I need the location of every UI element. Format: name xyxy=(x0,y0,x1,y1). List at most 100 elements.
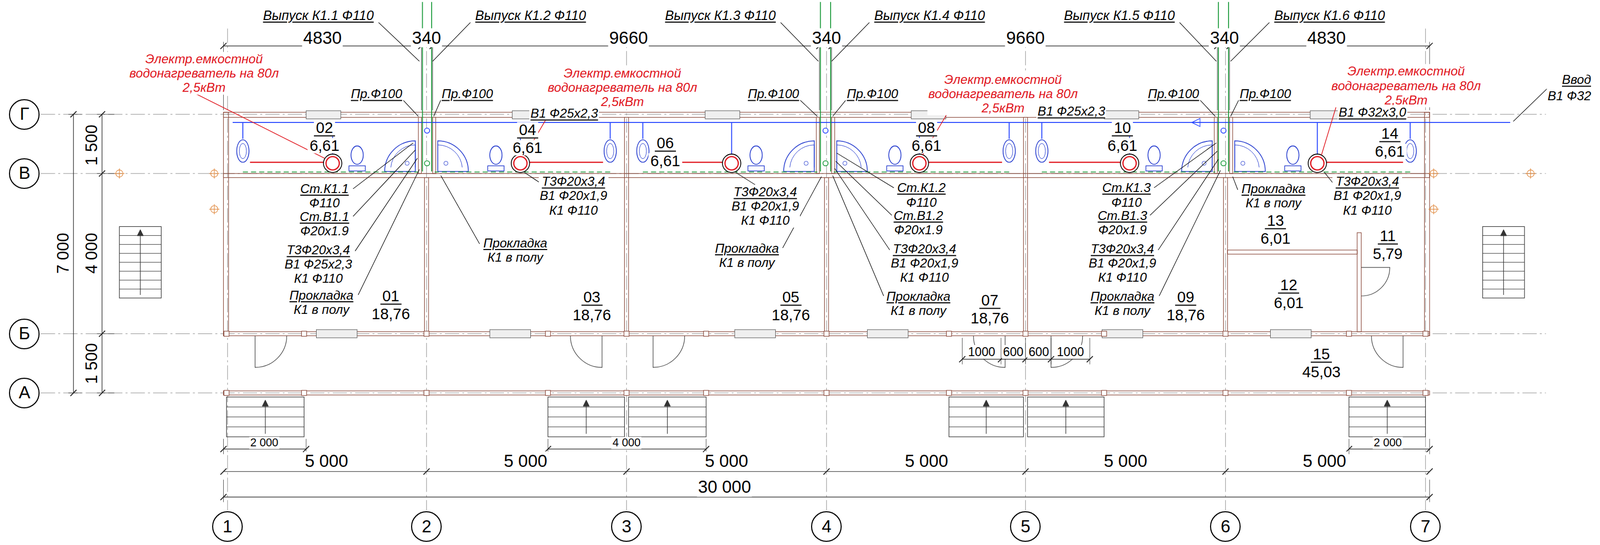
equipment-note: Электр.емкостной водонагреватель на 80л … xyxy=(128,52,280,95)
stair-arrowhead xyxy=(1062,400,1070,407)
leader-line xyxy=(1154,143,1217,188)
text-line: 600 xyxy=(1003,345,1024,359)
text-line: В1 Ф20х1,9 xyxy=(890,256,959,271)
room: 086,61 xyxy=(833,117,1024,174)
dimension-text: 2 000 xyxy=(1372,436,1403,450)
hot-water-pipe xyxy=(529,162,604,164)
stair-arrowhead xyxy=(262,400,269,407)
porch-post xyxy=(1101,331,1107,337)
room-number: 09 xyxy=(1175,289,1197,306)
dimension-tick xyxy=(220,42,227,50)
axis-line xyxy=(40,333,1546,335)
axis-label: 5 xyxy=(1020,518,1031,536)
window xyxy=(734,329,776,338)
stair-arrow xyxy=(1386,404,1388,434)
drain xyxy=(842,161,847,166)
stair-arrowhead xyxy=(664,400,671,407)
pipe-callout: Ст.В1.3 Ф20х1.9 xyxy=(1096,208,1149,237)
text-line: Пр.Ф100 xyxy=(1147,86,1199,101)
room-area: 18,76 xyxy=(769,307,813,323)
text-line: Выпуск К1.4 Ф110 xyxy=(874,7,986,23)
washbasin xyxy=(604,139,617,163)
stair xyxy=(226,397,304,437)
room-number: 12 xyxy=(1278,277,1300,294)
text-line: 1000 xyxy=(967,345,996,359)
pipe-callout: Прокладка К1 в полу xyxy=(1240,181,1307,211)
text-line: Ф20х1.9 xyxy=(1097,222,1148,237)
wall xyxy=(824,177,829,332)
text-line: 30 000 xyxy=(698,477,752,497)
extension-line xyxy=(1000,337,1002,365)
room-area: 6,61 xyxy=(909,137,944,154)
room: 146,61 xyxy=(1231,117,1425,174)
sewer-outlet xyxy=(422,2,424,172)
toilet-bowl xyxy=(749,146,763,165)
drain xyxy=(804,161,809,166)
text-line: В1 Ф25х2,3 xyxy=(284,256,352,272)
leader-line xyxy=(832,100,846,117)
dimension-text: 5 000 xyxy=(1102,451,1149,472)
dimension-text: 5 000 xyxy=(903,451,950,472)
dimension-line xyxy=(223,497,1430,498)
dimension-text: 9660 xyxy=(1005,27,1046,48)
stair xyxy=(547,397,625,437)
room-number: 11 xyxy=(1377,227,1398,245)
axis-label: 7 xyxy=(1420,518,1431,536)
room: 046,61 xyxy=(434,117,625,174)
extension-line xyxy=(97,113,115,115)
dimension-tick xyxy=(1222,468,1230,475)
pipe-callout: Ст.В1.1 Ф20х1.9 xyxy=(298,209,351,238)
wall xyxy=(624,117,629,332)
text-line: Т3Ф20х3,4 xyxy=(1088,241,1157,256)
water-heater xyxy=(323,154,342,173)
toilet-tank xyxy=(1146,165,1163,171)
water-heater xyxy=(725,156,739,170)
toilet-bowl xyxy=(888,146,901,165)
door-swing xyxy=(254,335,287,368)
pipe-label: В1 Ф32 xyxy=(1546,88,1593,103)
text-line: В1 Ф20х1,9 xyxy=(539,188,608,204)
dimension-tick xyxy=(220,468,227,475)
text-line: 340 xyxy=(412,27,442,48)
porch-post xyxy=(1223,390,1229,396)
text-line: Т3Ф20х3,4 xyxy=(731,184,799,199)
porch-post xyxy=(703,331,709,337)
text-line: водонагреватель на 80л xyxy=(928,86,1078,101)
plan-graphics xyxy=(40,2,1547,511)
pipe-label: В1 Ф25х2,3 xyxy=(1036,103,1107,119)
stair-arrow xyxy=(585,404,587,434)
leader-line xyxy=(800,100,818,117)
text-line: К1 Ф110 xyxy=(890,270,959,285)
extension-line xyxy=(1216,41,1218,111)
text-line: 1 500 xyxy=(82,343,102,384)
stair-arrow xyxy=(985,404,987,434)
extension-line xyxy=(1348,439,1350,455)
dimension-tick xyxy=(1086,356,1093,363)
dimension-line xyxy=(101,114,103,394)
stair xyxy=(1482,226,1525,298)
pipe-callout: Прокладка К1 в полу xyxy=(885,288,952,318)
door-swing xyxy=(653,335,685,368)
leader-line xyxy=(1513,88,1548,122)
axis-bubble: 6 xyxy=(1210,511,1241,542)
dimension-text: 1 500 xyxy=(82,123,102,167)
room-number: 04 xyxy=(517,121,539,139)
porch-post xyxy=(703,390,709,396)
stair xyxy=(1027,397,1104,437)
water-heater xyxy=(910,154,929,173)
porch-post xyxy=(423,390,430,396)
text-line: Пр.Ф100 xyxy=(846,86,899,101)
dimension-text: 5 000 xyxy=(703,451,750,472)
axis-label: 1 xyxy=(222,518,233,536)
wall xyxy=(1227,250,1358,255)
porch-post xyxy=(545,390,551,396)
text-line: В1 Ф25х2,3 xyxy=(1037,103,1106,119)
room-area: 18,76 xyxy=(1164,307,1208,323)
text-line: Прокладка xyxy=(1241,181,1306,196)
extension-line xyxy=(97,333,115,335)
wall xyxy=(223,391,1430,396)
shower-tray xyxy=(384,140,416,172)
text-line: Ф20х1.9 xyxy=(299,223,350,238)
marker xyxy=(1433,168,1434,179)
